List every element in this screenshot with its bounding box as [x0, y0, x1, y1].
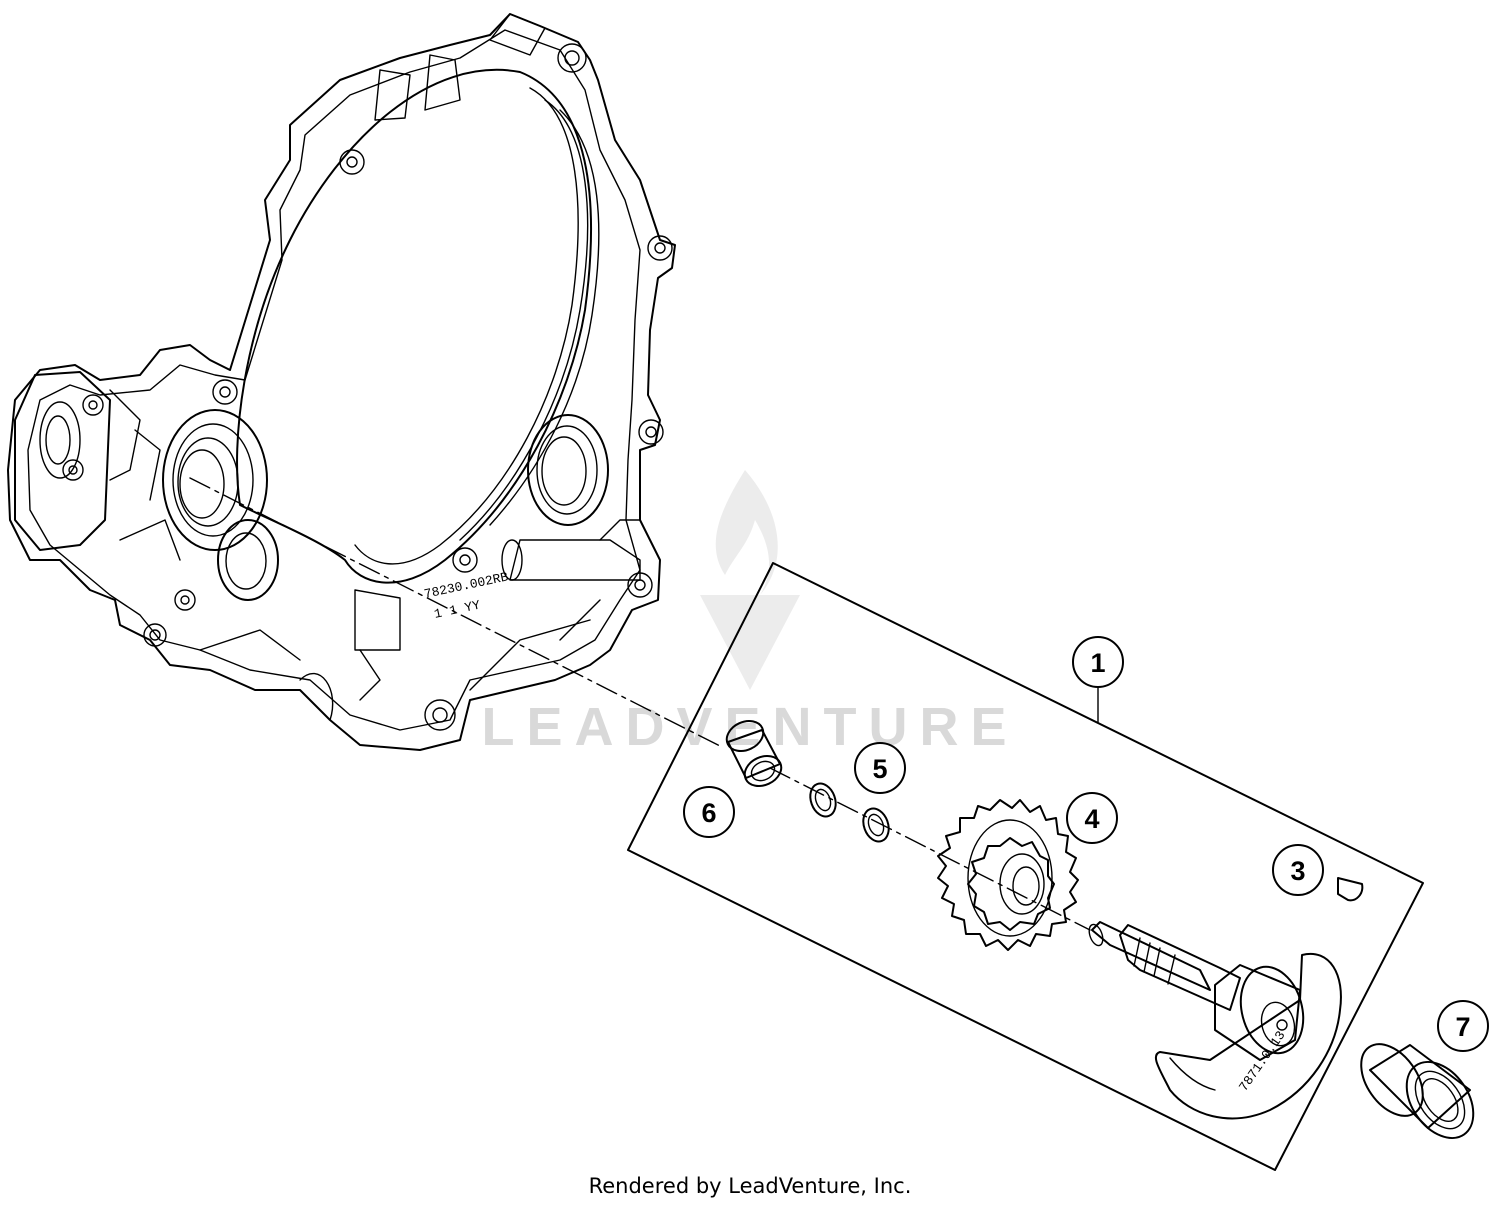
kickstarter-gear-part-4 — [937, 799, 1079, 951]
housing-casting-date: 1 1 YY — [433, 597, 482, 621]
clutch-cover-housing: 78230.002RB 1 1 YY — [7, 13, 676, 751]
watermark-flame-logo — [700, 470, 800, 690]
washer-part-5-b — [862, 807, 890, 843]
callout-6[interactable]: 6 — [683, 786, 735, 838]
callout-1[interactable]: 1 — [1072, 636, 1124, 688]
washer-part-5-a — [809, 782, 837, 818]
kickstarter-shaft: 7871.0.13 — [1088, 921, 1342, 1120]
callout-1-label: 1 — [1090, 648, 1105, 678]
callout-7[interactable]: 7 — [1437, 1000, 1489, 1052]
callout-4[interactable]: 4 — [1066, 792, 1118, 844]
assembly-axis-line-2 — [769, 767, 1091, 931]
housing-casting-number: 78230.002RB — [423, 569, 510, 602]
callout-3[interactable]: 3 — [1272, 844, 1324, 896]
callout-6-label: 6 — [701, 798, 716, 828]
kickstarter-assembly-group-box — [627, 562, 1424, 1171]
bushing-part-6 — [725, 719, 783, 788]
callout-3-label: 3 — [1290, 856, 1305, 886]
render-credit-footer: Rendered by LeadVenture, Inc. — [588, 1174, 912, 1198]
callout-5[interactable]: 5 — [854, 742, 906, 794]
callout-5-label: 5 — [872, 754, 887, 784]
callout-7-label: 7 — [1455, 1012, 1470, 1042]
bushing-part-7 — [1360, 1043, 1475, 1139]
watermark: LEADVENTURE — [481, 470, 1018, 757]
assembly-axis-line — [189, 477, 721, 747]
callout-4-label: 4 — [1084, 804, 1099, 834]
woodruff-key-part-3 — [1337, 877, 1364, 902]
watermark-text: LEADVENTURE — [481, 697, 1018, 757]
